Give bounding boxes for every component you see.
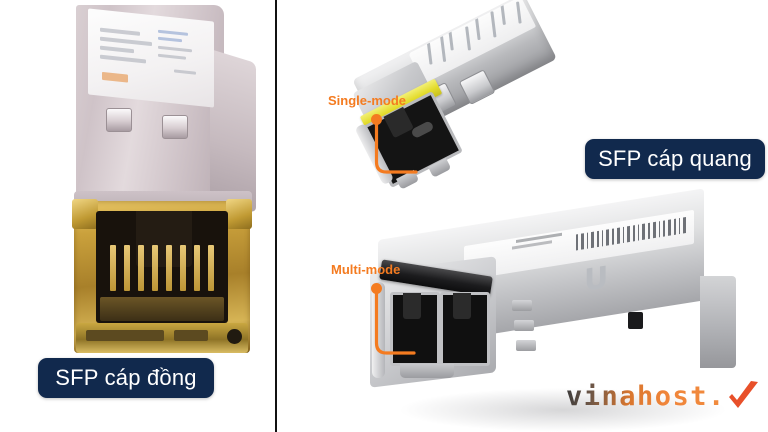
callout-multi-mode-connector xyxy=(374,289,416,355)
vinahost-logo[interactable]: vinahost. xyxy=(566,380,761,412)
rj45-jack-cavity xyxy=(96,211,228,323)
copper-module-body-side xyxy=(210,49,256,214)
multi-mode-port-key-b xyxy=(453,293,471,319)
copper-module-base xyxy=(76,323,248,353)
callout-single-mode-label: Single-mode xyxy=(328,93,407,108)
callout-multi-mode-label: Multi-mode xyxy=(331,262,401,277)
badge-sfp-copper[interactable]: SFP cáp đồng xyxy=(38,358,214,398)
ubiquiti-logo-icon: U xyxy=(584,260,609,299)
badge-sfp-fiber[interactable]: SFP cáp quang xyxy=(585,139,765,179)
callout-single-mode-dot xyxy=(371,114,382,125)
multi-mode-rear-end xyxy=(700,276,736,368)
multi-mode-lc-port-b xyxy=(440,292,490,366)
callout-multi-mode-dot xyxy=(371,283,382,294)
multi-mode-vent-2 xyxy=(514,320,534,331)
sfp-multi-mode-module-image: U xyxy=(370,188,768,432)
copper-latch-left xyxy=(106,108,132,132)
badge-sfp-fiber-label: SFP cáp quang xyxy=(598,146,752,171)
multi-mode-port-key-a xyxy=(403,293,421,319)
multi-mode-vent-1 xyxy=(512,300,532,311)
multi-mode-foot xyxy=(400,364,454,378)
multi-mode-cage-hole xyxy=(628,312,643,329)
rj45-jack-floor xyxy=(100,297,224,321)
copper-latch-right xyxy=(162,115,188,139)
check-mark-icon xyxy=(727,380,761,412)
badge-sfp-copper-label: SFP cáp đồng xyxy=(55,365,197,390)
single-mode-label xyxy=(408,0,537,84)
panel-divider xyxy=(275,0,277,432)
vinahost-logo-text: vinahost. xyxy=(566,380,726,412)
sfp-copper-module-image xyxy=(62,5,272,365)
multi-mode-drop-shadow xyxy=(398,388,728,432)
callout-single-mode-connector xyxy=(374,120,418,174)
multi-mode-vent-3 xyxy=(516,340,536,351)
copper-module-label xyxy=(88,8,214,108)
